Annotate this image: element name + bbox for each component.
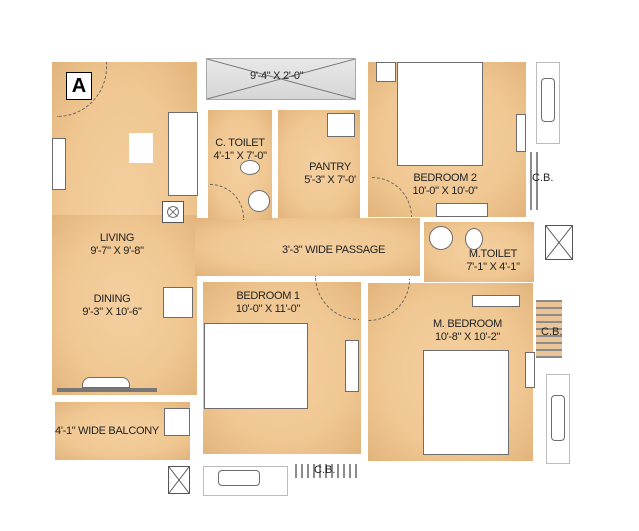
bedroom-1-bed (204, 323, 308, 409)
cupboard-hatch-2 (536, 300, 562, 358)
bedroom-2-dim: 10'-0" X 10'-0" (412, 185, 478, 197)
master-bedroom-name: M. BEDROOM (432, 318, 503, 330)
bedroom-1-label: BEDROOM 1 10'-0" X 11'-0" (228, 290, 308, 316)
pantry-label: PANTRY 5'-3" X 7'-0' (300, 161, 360, 187)
living-dim: 9'-7" X 9'-8" (90, 245, 144, 257)
sofa (168, 112, 198, 196)
pantry-dim: 5'-3" X 7'-0' (304, 174, 356, 186)
m-toilet-label: M.TOILET 7'-1" X 4'-1" (458, 248, 528, 274)
bedroom-2-tv (516, 114, 526, 152)
bedroom-2-name: BEDROOM 2 (413, 172, 477, 184)
m-toilet-wc (465, 228, 483, 250)
master-bedroom-label: M. BEDROOM 10'-8" X 10'-2" (425, 318, 510, 344)
living-label: LIVING 9'-7" X 9'-8" (82, 232, 152, 258)
shaft-icon (162, 201, 184, 223)
master-dresser (472, 295, 520, 307)
cupboard-label-3: C.B. (314, 464, 336, 476)
shaft-bottom (168, 466, 190, 494)
cupboard-hatch-1 (530, 152, 542, 210)
bedroom-1-tv (345, 340, 359, 392)
m-toilet-dim: 7'-1" X 4'-1" (466, 261, 520, 273)
m-toilet-basin (429, 226, 453, 250)
bedroom-1-name: BEDROOM 1 (236, 290, 300, 302)
ac-unit-bottom-left (218, 470, 260, 486)
washing-machine (164, 408, 190, 436)
dining-table (163, 287, 193, 318)
coffee-table (129, 133, 153, 163)
bedroom-2-side-table (376, 62, 396, 82)
passage (195, 218, 420, 276)
bedroom-2-dresser (436, 203, 488, 217)
duct-area (206, 58, 356, 100)
wc-icon (240, 160, 260, 175)
master-bed (423, 350, 509, 455)
balcony-label: 4'-1" WIDE BALCONY (55, 425, 159, 437)
duct-label: 9'-4" X 2'-0" (250, 70, 304, 82)
cupboard-hatch-3 (295, 464, 357, 478)
cupboard-label-1: C.B. (532, 172, 554, 184)
balcony-ac-unit (82, 377, 130, 388)
passage-label: 3'-3" WIDE PASSAGE (282, 244, 386, 256)
shaft-right (545, 225, 573, 260)
bedroom-1-dim: 10'-0" X 11'-0" (235, 303, 301, 315)
tv-unit (52, 138, 66, 190)
ac-unit-top (541, 78, 555, 122)
dining-label: DINING 9'-3" X 10'-6" (72, 293, 152, 319)
dining-dim: 9'-3" X 10'-6" (82, 306, 142, 318)
sink-icon (327, 113, 355, 137)
cupboard-label-2: C.B. (541, 326, 563, 338)
washbasin-icon (248, 190, 270, 212)
pantry-name: PANTRY (309, 161, 351, 173)
master-tv (525, 352, 535, 388)
c-toilet-name: C. TOILET (215, 137, 265, 149)
bedroom-2-bed (397, 62, 483, 166)
living-name: LIVING (99, 232, 135, 244)
c-toilet-dim: 4'-1" X 7'-0" (213, 150, 267, 162)
master-bedroom-dim: 10'-8" X 10'-2" (435, 331, 500, 343)
m-toilet-name: M.TOILET (468, 248, 518, 260)
c-toilet-label: C. TOILET 4'-1" X 7'-0" (205, 137, 275, 163)
bedroom-2-label: BEDROOM 2 10'-0" X 10'-0" (405, 172, 485, 198)
dining-name: DINING (93, 293, 131, 305)
balcony-sliding-door (57, 388, 157, 392)
ac-unit-bottom (551, 395, 565, 441)
